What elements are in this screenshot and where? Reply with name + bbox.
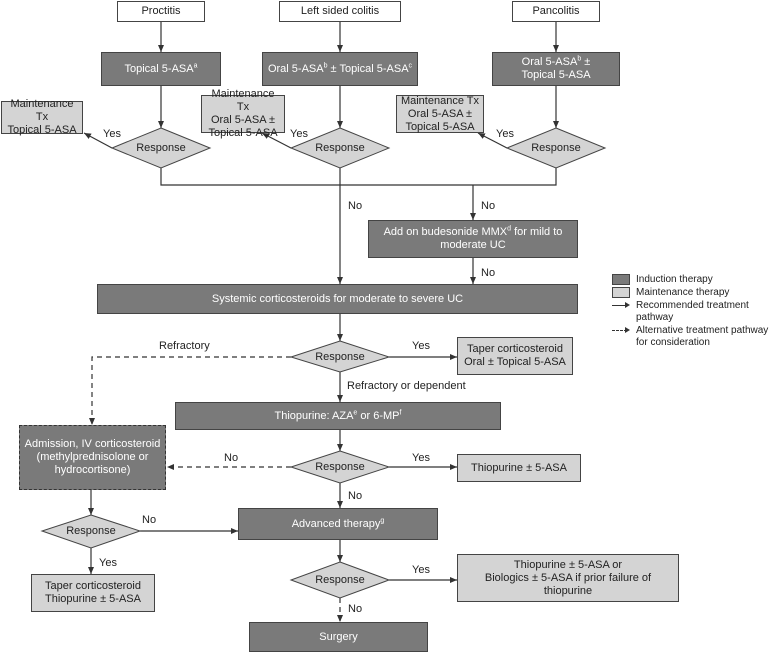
response-label-admission: Response <box>66 525 116 537</box>
oral-topical-5asa-label: Oral 5-ASAb ± Topical 5-ASAc <box>267 61 413 75</box>
yes-label-left-sided: Yes <box>290 128 308 140</box>
pancolitis-box: Pancolitis <box>512 1 600 22</box>
response-label-left-sided: Response <box>315 142 365 154</box>
legend: Induction therapy Maintenance therapy Re… <box>612 274 774 350</box>
left-sided-colitis-label: Left sided colitis <box>300 5 380 17</box>
yes-label-proctitis: Yes <box>103 128 121 140</box>
response-label-pancolitis: Response <box>531 142 581 154</box>
proctitis-box: Proctitis <box>117 1 205 22</box>
left-sided-colitis-box: Left sided colitis <box>279 1 401 22</box>
refractory-label: Refractory <box>159 340 210 352</box>
thiopurine-maintenance-box: Thiopurine ± 5-ASA <box>457 454 581 482</box>
legend-maintenance: Maintenance therapy <box>612 287 774 299</box>
yes-label-thiopurine-maint: Yes <box>412 452 430 464</box>
topical-5asa-box: Topical 5-ASAa <box>101 52 221 86</box>
maintenance-swatch <box>612 287 630 298</box>
response-label-systemic: Response <box>315 351 365 363</box>
solid-arrow-icon <box>612 300 630 311</box>
no-label-advanced: No <box>348 490 363 502</box>
pancolitis-induction-label: Oral 5-ASAb ±Topical 5-ASA <box>521 55 591 81</box>
admission-iv-corticosteroid-box: Admission, IV corticosteroid(methylpredn… <box>19 425 166 490</box>
yes-label-final: Yes <box>412 564 430 576</box>
oral-topical-5asa-box: Oral 5-ASAb ± Topical 5-ASAc <box>262 52 418 86</box>
legend-alternative: Alternative treatment pathway for consid… <box>612 325 774 349</box>
no-label-surgery: No <box>348 603 363 615</box>
advanced-therapy-box: Advanced therapyg <box>238 508 438 540</box>
pancolitis-induction-box: Oral 5-ASAb ±Topical 5-ASA <box>492 52 620 86</box>
response-label-thiopurine: Response <box>315 461 365 473</box>
yes-label-taper2: Yes <box>99 557 117 569</box>
no-label-budesonide-path: No <box>481 200 496 212</box>
surgery-box: Surgery <box>249 622 428 652</box>
response-label-advanced: Response <box>315 574 365 586</box>
induction-swatch <box>612 274 630 285</box>
topical-5asa-label: Topical 5-ASAa <box>124 61 198 75</box>
no-label-left-response: No <box>142 514 157 526</box>
proctitis-label: Proctitis <box>141 5 181 17</box>
yes-label-taper: Yes <box>412 340 430 352</box>
refractory-dependent-label: Refractory or dependent <box>347 380 466 392</box>
response-label-proctitis: Response <box>136 142 186 154</box>
legend-recommended: Recommended treatment pathway <box>612 300 774 324</box>
systemic-corticosteroids-box: Systemic corticosteroids for moderate to… <box>97 284 578 314</box>
no-label-admission: No <box>224 452 239 464</box>
pancolitis-label: Pancolitis <box>532 5 580 17</box>
thiopurine-induction-box: Thiopurine: AZAe or 6-MPf <box>175 402 501 430</box>
yes-label-pancolitis: Yes <box>496 128 514 140</box>
no-label-systemic-path: No <box>348 200 363 212</box>
dashed-arrow-icon <box>612 325 630 336</box>
no-label-after-budesonide: No <box>481 267 496 279</box>
legend-induction: Induction therapy <box>612 274 774 286</box>
